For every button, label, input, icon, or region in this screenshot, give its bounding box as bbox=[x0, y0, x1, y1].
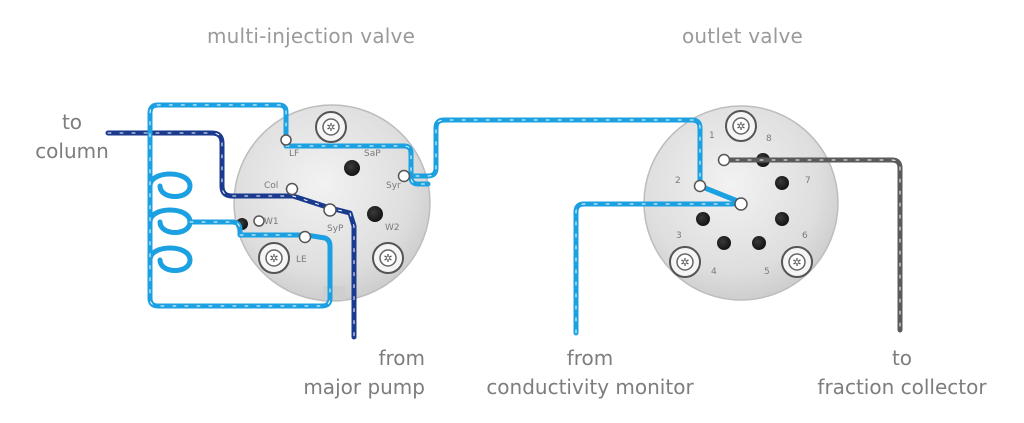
port-label-syr: Syr bbox=[386, 181, 401, 191]
port-syp-marker bbox=[323, 203, 337, 217]
port-label-w2: W2 bbox=[385, 223, 400, 233]
port-label-4: 4 bbox=[711, 267, 717, 277]
conductivity-monitor-line bbox=[573, 201, 745, 336]
port-label-syp: SyP bbox=[327, 224, 344, 234]
port-label-lf: LF bbox=[289, 149, 299, 159]
from-major-pump-label: from major pump bbox=[303, 346, 425, 399]
svg-text:✲: ✲ bbox=[326, 121, 335, 134]
screw-icon: ✲ bbox=[725, 110, 757, 142]
port-1-marker bbox=[717, 153, 731, 167]
port-5-hole bbox=[752, 236, 766, 250]
port-label-le: LE bbox=[296, 255, 307, 265]
screw-icon: ✲ bbox=[372, 242, 404, 274]
port-label-6: 6 bbox=[802, 231, 808, 241]
port-label-col: Col bbox=[264, 181, 278, 191]
port-7-hole bbox=[775, 176, 789, 190]
major-pump-line bbox=[105, 130, 357, 340]
port-2-marker bbox=[693, 179, 707, 193]
to-column-label: to column bbox=[35, 110, 109, 163]
sample-loop-lines bbox=[147, 102, 431, 309]
port-lf-marker bbox=[280, 134, 292, 146]
port-markers bbox=[253, 134, 748, 244]
fraction-collector-line bbox=[721, 157, 903, 333]
port-label-7: 7 bbox=[805, 176, 811, 186]
screw-icon: ✲ bbox=[781, 246, 813, 278]
port-label-8: 8 bbox=[766, 134, 772, 144]
from-conductivity-monitor-label: from conductivity monitor bbox=[486, 346, 694, 399]
screw-icon: ✲ bbox=[258, 242, 290, 274]
port-sap-hole bbox=[344, 160, 360, 176]
svg-text:✲: ✲ bbox=[269, 252, 278, 265]
port-6-hole bbox=[775, 212, 789, 226]
port-label-sap: SaP bbox=[364, 149, 381, 159]
port-le-marker bbox=[298, 230, 312, 244]
port-w1-marker bbox=[253, 215, 265, 227]
port-label-5: 5 bbox=[764, 267, 770, 277]
screw-icon: ✲ bbox=[315, 111, 347, 143]
port-center-marker bbox=[734, 197, 748, 211]
port-4-hole bbox=[717, 236, 731, 250]
port-label-2: 2 bbox=[675, 176, 681, 186]
svg-text:✲: ✲ bbox=[792, 256, 801, 269]
svg-text:✲: ✲ bbox=[680, 256, 689, 269]
multi-injection-valve-title: multi-injection valve bbox=[207, 24, 416, 48]
port-label-w1: W1 bbox=[264, 217, 279, 227]
svg-text:✲: ✲ bbox=[383, 252, 392, 265]
svg-text:✲: ✲ bbox=[736, 120, 745, 133]
screw-icon: ✲ bbox=[669, 246, 701, 278]
port-syr-marker bbox=[397, 169, 411, 183]
valve-link-line bbox=[401, 117, 743, 205]
outlet-valve-title: outlet valve bbox=[682, 24, 804, 48]
port-col-marker bbox=[285, 182, 299, 196]
port-label-3: 3 bbox=[676, 231, 682, 241]
port-w2-hole bbox=[367, 206, 383, 222]
port-label-1: 1 bbox=[709, 131, 715, 141]
to-fraction-collector-label: to fraction collector bbox=[817, 346, 987, 399]
port-3-hole bbox=[696, 212, 710, 226]
